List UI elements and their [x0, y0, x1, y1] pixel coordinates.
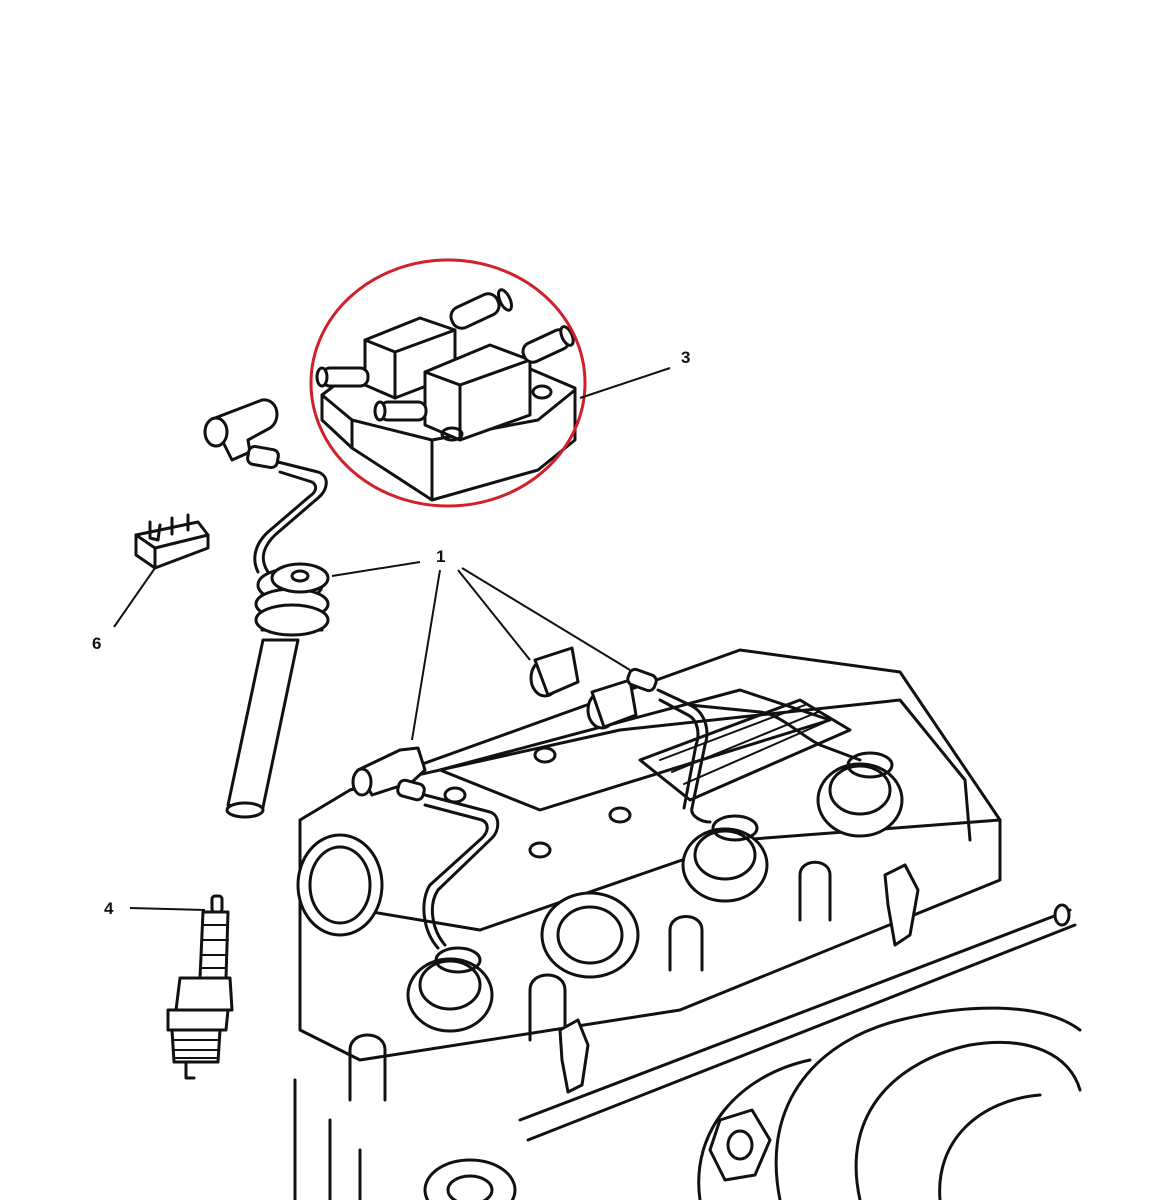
callout-4: 4 — [104, 899, 114, 918]
spark-plug — [166, 894, 234, 1080]
spark-plug-wire-detail — [203, 398, 330, 819]
engine-assembly — [293, 648, 1082, 1200]
highlight-circle — [309, 258, 587, 508]
callout-1: 1 — [436, 547, 445, 566]
wire-retaining-clip — [134, 513, 210, 570]
callout-6: 6 — [92, 634, 101, 653]
callout-3: 3 — [681, 348, 690, 367]
spark-plug-wires-installed — [351, 646, 862, 950]
callout-leaders — [113, 367, 671, 911]
ignition-coil-pack — [315, 288, 577, 502]
